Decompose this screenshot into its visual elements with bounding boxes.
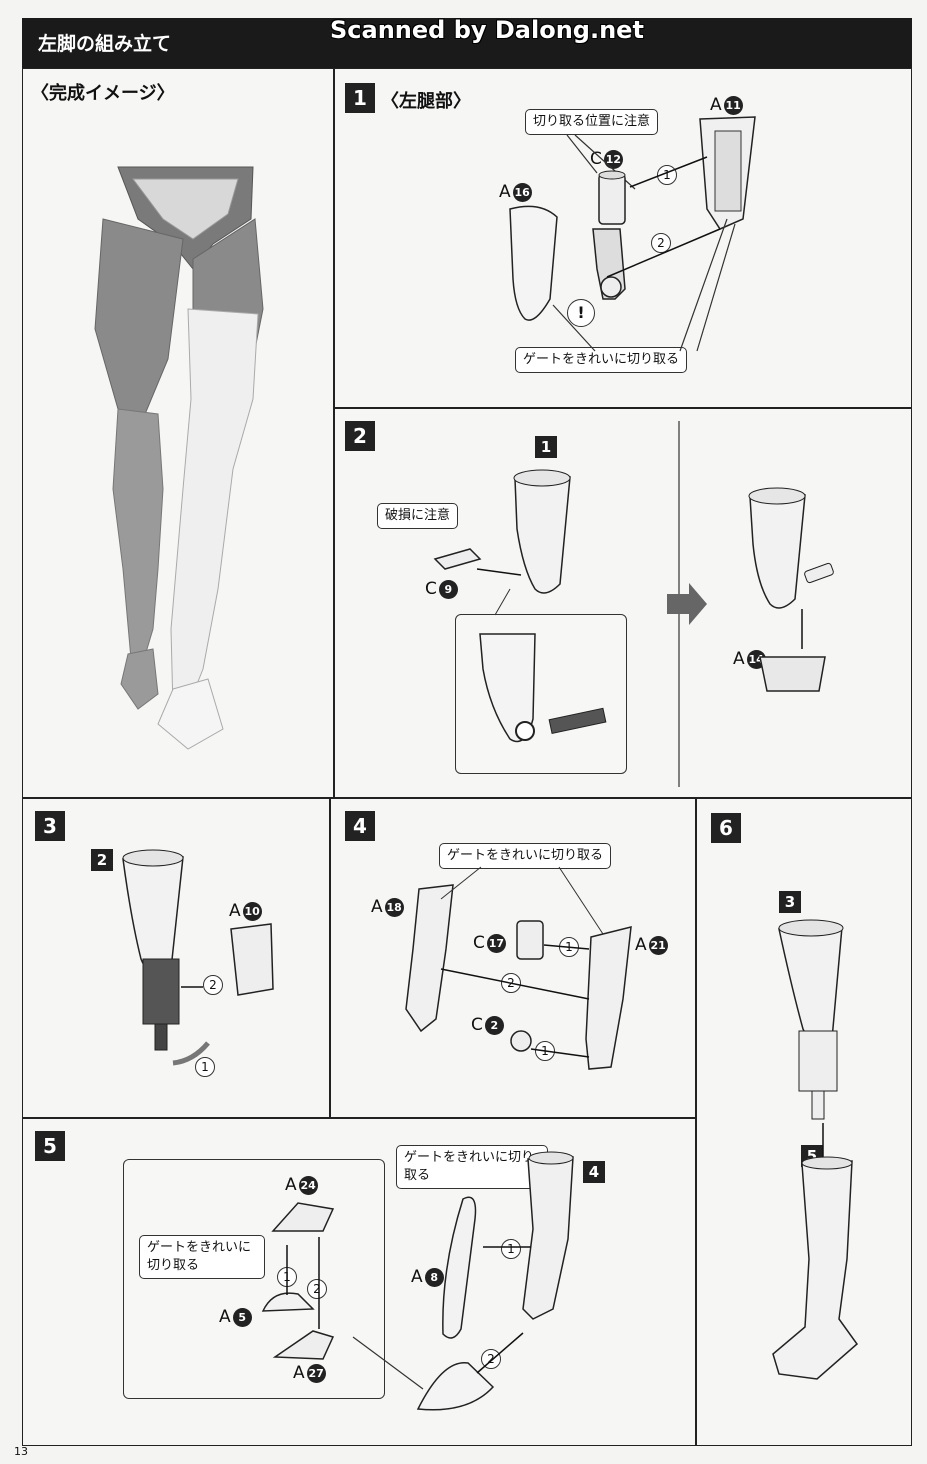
- finished-image-title: 〈完成イメージ〉: [31, 83, 175, 104]
- caution-cut-position: 切り取る位置に注意: [525, 109, 659, 135]
- arrow-step-1b: 1: [501, 1239, 521, 1259]
- warning-icon: !: [567, 299, 595, 327]
- step-1-badge: 1: [345, 83, 375, 113]
- step-6-panel: 6 3 5: [696, 798, 912, 1446]
- step-1-title: 〈左腿部〉: [381, 91, 471, 112]
- step-1-illustration: [509, 116, 756, 352]
- gate-clean-callout: ゲートをきれいに切り取る: [515, 347, 688, 373]
- scan-watermark: Scanned by Dalong.net: [330, 16, 644, 44]
- step-5-illustration: [261, 1151, 574, 1411]
- step-2-illustration: [433, 421, 834, 787]
- arrow-step-1: 1: [195, 1057, 215, 1077]
- page-header: 左脚の組み立て: [22, 18, 912, 68]
- arrow-step-2b: 2: [481, 1349, 501, 1369]
- step-3-badge: 3: [35, 811, 65, 841]
- arrow-step-2: 2: [651, 233, 671, 253]
- page-number: 13: [14, 1445, 28, 1458]
- finished-leg-illustration: [94, 166, 264, 750]
- step-6-badge: 6: [711, 813, 741, 843]
- step-4-illustration: [405, 866, 632, 1070]
- section-title: 左脚の組み立て: [38, 33, 172, 55]
- step-6-ref-top: 3: [779, 891, 801, 913]
- gate-clean-callout: ゲートをきれいに切り取る: [439, 843, 612, 869]
- step-3-ref-badge: 2: [91, 849, 113, 871]
- step-6-illustration: [772, 919, 859, 1380]
- gate-clean-callout-b: ゲートをきれいに切り取る: [396, 1145, 548, 1189]
- step-2-ref-badge: 1: [535, 436, 557, 458]
- step-4-badge: 4: [345, 811, 375, 841]
- step-2-badge: 2: [345, 421, 375, 451]
- step-5-subassembly-inset: [123, 1159, 385, 1399]
- arrow-step-2: 2: [203, 975, 223, 995]
- step-3-illustration: [122, 849, 274, 1066]
- gate-clean-callout-a: ゲートをきれいに切り取る: [139, 1235, 265, 1279]
- step-5-badge: 5: [35, 1131, 65, 1161]
- arrow-step-2: 2: [307, 1279, 327, 1299]
- caution-breakage: 破損に注意: [377, 503, 459, 529]
- step-5-ref-badge: 4: [583, 1161, 605, 1183]
- finished-image-panel: 〈完成イメージ〉: [22, 68, 334, 798]
- step-4-panel: 4 ゲートをきれいに切り取る A18 C17 A21 C2 1 2 1: [330, 798, 696, 1118]
